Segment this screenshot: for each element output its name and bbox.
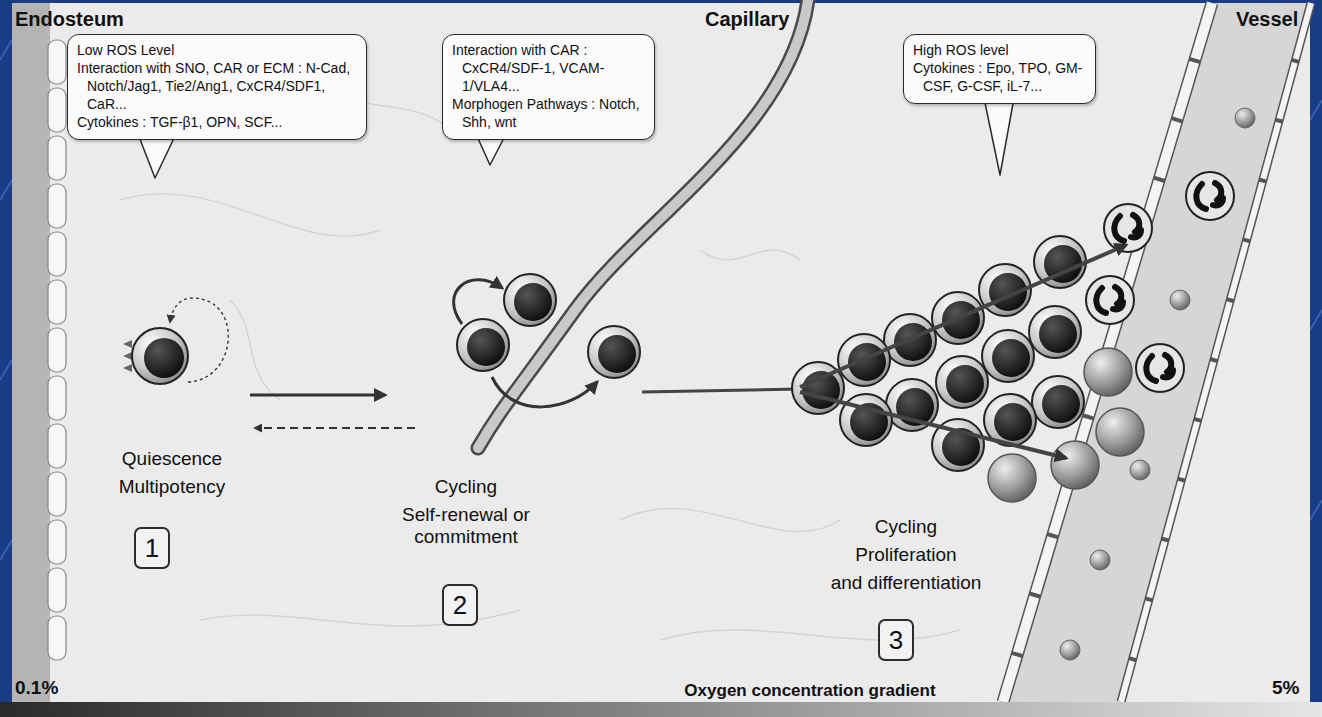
stage-label: Self-renewal or commitment (386, 504, 546, 548)
vessel (1003, 3, 1311, 702)
lining-cell (48, 184, 66, 228)
vessel-lumen (1003, 3, 1310, 702)
stage-number: 2 (442, 584, 478, 626)
red-blood-cell (1170, 290, 1190, 310)
gradient-label: 5% (1272, 677, 1299, 699)
commitment-arrow (492, 377, 597, 407)
stage-number-text: 2 (453, 592, 467, 618)
lining-cell (48, 280, 66, 324)
erythroid-arrow (800, 392, 1066, 458)
stage-label: Cycling (435, 476, 497, 498)
callout-text: Low ROS Level (77, 41, 357, 59)
erythroid-cell (1096, 408, 1144, 456)
cycling-stage (454, 274, 640, 407)
lining-cell (48, 616, 66, 660)
erythroid-cell (1084, 348, 1132, 396)
vessel-wall (1121, 3, 1311, 702)
progenitor-cell (982, 330, 1034, 382)
region-label: Vessel (1236, 8, 1298, 31)
lining-cell (48, 328, 66, 372)
callout-text: Cytokines : Epo, TPO, GM-CSF, G-CSF, iL-… (913, 59, 1086, 95)
lining-cell (48, 376, 66, 420)
lineage-line (642, 389, 800, 392)
stage-number-text: 3 (889, 627, 903, 653)
gradient-label: Oxygen concentration gradient (684, 681, 935, 701)
gradient-label: 0.1% (15, 677, 58, 699)
callout-tail (984, 98, 1014, 175)
lining-cell (48, 136, 66, 180)
anchor-triangle (123, 340, 132, 348)
callout-text: Cytokines : TGF-β1, OPN, SCF... (77, 113, 357, 131)
activation-arrow (250, 394, 385, 397)
return-arrow (255, 427, 415, 429)
neutrophil (1086, 276, 1134, 324)
red-blood-cell (1235, 108, 1255, 128)
cycling-hsc (588, 326, 640, 378)
self-renewal-loop (170, 298, 228, 382)
progenitor-cell (936, 356, 988, 408)
stage-number-text: 1 (145, 535, 159, 561)
anchor-triangle (123, 364, 132, 372)
marrow-panel (12, 3, 1310, 702)
red-blood-cell (1130, 460, 1150, 480)
callout-tail (138, 134, 176, 178)
lining-cell (48, 88, 66, 132)
lining-cell (48, 40, 66, 84)
cycling-hsc (457, 319, 509, 371)
stage-label: Quiescence (122, 448, 222, 470)
lining-cell (48, 424, 66, 468)
lining-cell (48, 520, 66, 564)
red-blood-cell (1060, 640, 1080, 660)
callout-text: Interaction with SNO, CAR or ECM : N-Cad… (77, 59, 357, 113)
quiescent-hsc (132, 328, 188, 384)
neutrophil (1186, 172, 1234, 220)
neutrophil (1136, 344, 1184, 392)
red-blood-cell (1090, 550, 1110, 570)
stage-label: Cycling (875, 516, 937, 538)
cycling-hsc (504, 274, 556, 326)
callout-bubble: Interaction with CAR : CxCR4/SDF-1, VCAM… (442, 34, 655, 140)
neutrophil (1104, 204, 1152, 252)
endosteal-lining (48, 40, 66, 660)
callout-bubble: Low ROS LevelInteraction with SNO, CAR o… (67, 34, 367, 140)
region-label: Capillary (705, 8, 789, 31)
callout-text: High ROS level (913, 41, 1086, 59)
region-label: Endosteum (15, 8, 124, 31)
progenitor-cell (1029, 306, 1081, 358)
anchor-triangle (123, 352, 132, 360)
erythroid-cell (988, 454, 1036, 502)
myeloid-arrow (800, 245, 1126, 387)
quiescent-stage (123, 298, 415, 428)
lining-cell (48, 232, 66, 276)
stage-number: 1 (134, 527, 170, 569)
differentiation-stage (642, 204, 1152, 502)
callout-bubble: High ROS levelCytokines : Epo, TPO, GM-C… (903, 34, 1096, 104)
stage-label: Multipotency (119, 476, 226, 498)
callout-text: Interaction with CAR : CxCR4/SDF-1, VCAM… (452, 41, 645, 95)
stage-number: 3 (878, 619, 914, 661)
lining-cell (48, 472, 66, 516)
endothelial-cells (1121, 3, 1311, 702)
erythroid-cell (1051, 441, 1099, 489)
callout-text: Morphogen Pathways : Notch, Shh, wnt (452, 95, 645, 131)
lining-cell (48, 568, 66, 612)
oxygen-gradient-bar (0, 702, 1322, 717)
endosteum-bone (12, 3, 50, 702)
progenitor-cell (1032, 376, 1084, 428)
self-renewal-arrow (454, 280, 502, 324)
stage-label: Proliferation (855, 544, 956, 566)
stage-label: and differentiation (831, 572, 982, 594)
